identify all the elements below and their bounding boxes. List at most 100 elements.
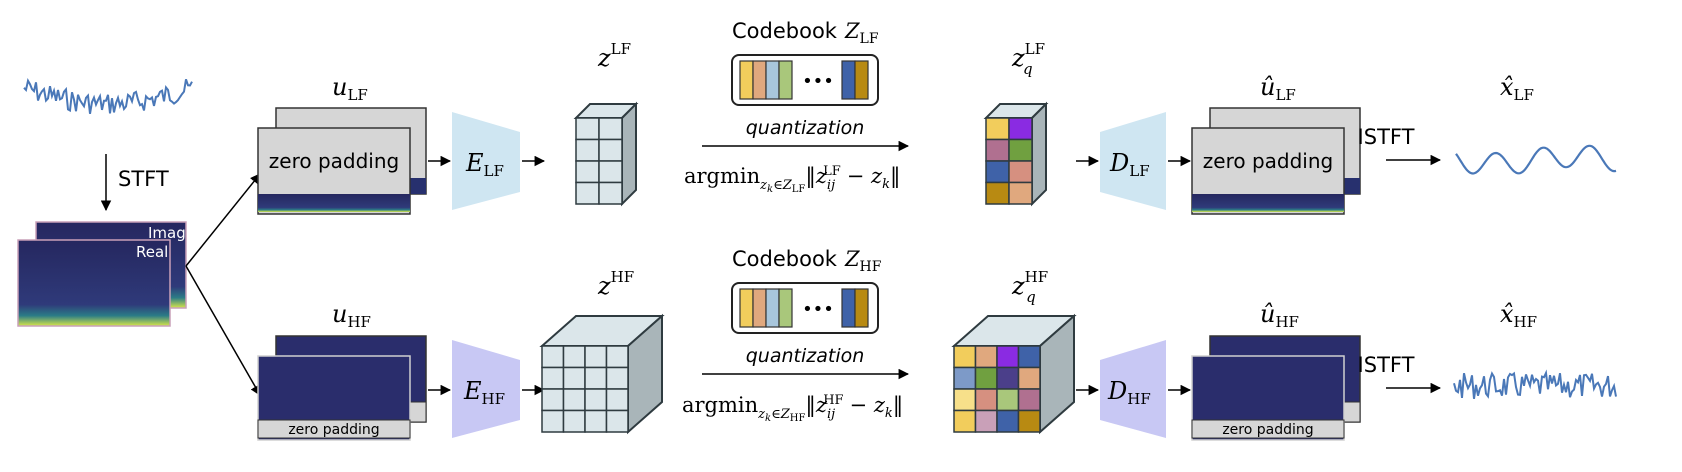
lf-quantized-cube bbox=[983, 101, 1049, 207]
cube-cell bbox=[562, 388, 586, 412]
hf-latent-cube bbox=[539, 313, 665, 435]
cube-cell bbox=[605, 366, 629, 390]
cube-cell bbox=[562, 409, 586, 433]
cube-cell bbox=[974, 409, 998, 433]
cube-cell bbox=[575, 160, 600, 184]
hf-quantized-cube bbox=[951, 313, 1077, 435]
hf-reconstructed-waveform bbox=[1453, 369, 1617, 399]
codebook-entry bbox=[739, 288, 754, 328]
input-waveform bbox=[23, 77, 193, 114]
hf-argmin-formula: argminzk∈ZHF‖zijHF− zk‖ bbox=[682, 393, 903, 424]
imag-label: Imag bbox=[148, 224, 186, 242]
cube-cell bbox=[598, 117, 623, 141]
stft-label: STFT bbox=[118, 167, 169, 191]
lf-output-zero-padding-label: zero padding bbox=[1203, 149, 1333, 173]
codebook-entry bbox=[765, 288, 780, 328]
codebook-entry bbox=[752, 60, 767, 100]
codebook-ellipsis: ••• bbox=[802, 299, 834, 320]
cube-cell bbox=[605, 388, 629, 412]
cube-cell bbox=[953, 388, 977, 412]
cube-cell bbox=[985, 160, 1010, 184]
cube-cell bbox=[605, 409, 629, 433]
lf-encoder-label: ELF bbox=[465, 149, 504, 180]
cube-cell bbox=[953, 366, 977, 390]
cube-cell bbox=[584, 366, 608, 390]
cube-side-face bbox=[621, 101, 637, 207]
hf-input-label: uHF bbox=[332, 300, 371, 331]
codebook-entry bbox=[854, 60, 869, 100]
codebook-entry bbox=[778, 60, 793, 100]
cube-cell bbox=[996, 409, 1020, 433]
hf-input-stack: zero padding bbox=[257, 335, 427, 441]
cube-side-face bbox=[1031, 101, 1047, 207]
lf-latent-label: zLF bbox=[597, 40, 631, 72]
lf-recon-label: x̂LF bbox=[1500, 73, 1534, 104]
lf-input-stack: zero padding bbox=[257, 107, 427, 215]
cube-cell bbox=[1008, 117, 1033, 141]
cube-cell bbox=[1008, 160, 1033, 184]
lf-codebook: ••• bbox=[731, 54, 879, 106]
hf-codebook: ••• bbox=[731, 282, 879, 334]
spectrogram-real bbox=[17, 239, 171, 327]
hf-decoder-label: DHF bbox=[1107, 377, 1151, 408]
cube-cell bbox=[598, 160, 623, 184]
codebook-entry bbox=[841, 60, 856, 100]
cube-cell bbox=[541, 345, 565, 369]
hf-output-stack: zero padding bbox=[1191, 335, 1361, 441]
cube-cell bbox=[584, 409, 608, 433]
cube-cell bbox=[953, 409, 977, 433]
cube-cell bbox=[996, 345, 1020, 369]
cube-cell bbox=[1017, 409, 1041, 433]
lf-zero-padding-label: zero padding bbox=[269, 149, 399, 173]
cube-cell bbox=[1008, 138, 1033, 162]
codebook-entry bbox=[752, 288, 767, 328]
codebook-entry bbox=[778, 288, 793, 328]
cube-cell bbox=[974, 366, 998, 390]
branch-arrow-hf bbox=[185, 265, 261, 396]
cube-cell bbox=[598, 181, 623, 205]
hf-encoder-label: EHF bbox=[463, 377, 505, 408]
cube-cell bbox=[584, 388, 608, 412]
cube-cell bbox=[1017, 345, 1041, 369]
cube-cell bbox=[985, 117, 1010, 141]
cube-cell bbox=[985, 138, 1010, 162]
cube-cell bbox=[974, 388, 998, 412]
cube-cell bbox=[575, 117, 600, 141]
cube-cell bbox=[974, 345, 998, 369]
branch-arrow-lf bbox=[185, 173, 261, 267]
lf-encoder-block bbox=[452, 112, 520, 210]
cube-cell bbox=[1017, 388, 1041, 412]
cube-cell bbox=[605, 345, 629, 369]
lf-quantization-label: quantization bbox=[746, 117, 865, 139]
cube-cell bbox=[575, 138, 600, 162]
cube-cell bbox=[1017, 366, 1041, 390]
input-spectrogram: Imag Real bbox=[17, 221, 187, 327]
lf-latent-cube bbox=[573, 101, 639, 207]
lf-argmin-formula: argminzk∈ZLF‖zijLF− zk‖ bbox=[684, 164, 901, 195]
lf-output-stack: zero padding bbox=[1191, 107, 1361, 215]
hf-zero-padding-label: zero padding bbox=[288, 422, 379, 438]
hf-decoder-block bbox=[1100, 340, 1166, 438]
lf-input-label: uLF bbox=[332, 73, 368, 104]
cube-cell bbox=[541, 366, 565, 390]
cube-cell bbox=[562, 345, 586, 369]
cube-cell bbox=[996, 366, 1020, 390]
istft-lf-label: ISTFT bbox=[1358, 125, 1415, 149]
cube-cell bbox=[541, 409, 565, 433]
cube-cell bbox=[584, 345, 608, 369]
cube-cell bbox=[598, 138, 623, 162]
cube-cell bbox=[996, 388, 1020, 412]
cube-cell bbox=[985, 181, 1010, 205]
cube-cell bbox=[953, 345, 977, 369]
hf-output-label: ûHF bbox=[1260, 300, 1299, 331]
codebook-entry bbox=[841, 288, 856, 328]
codebook-entry bbox=[854, 288, 869, 328]
cube-cell bbox=[1008, 181, 1033, 205]
hf-latent-label: zHF bbox=[597, 268, 634, 300]
lf-decoder-label: DLF bbox=[1109, 149, 1150, 180]
hf-quantization-label: quantization bbox=[746, 345, 865, 367]
